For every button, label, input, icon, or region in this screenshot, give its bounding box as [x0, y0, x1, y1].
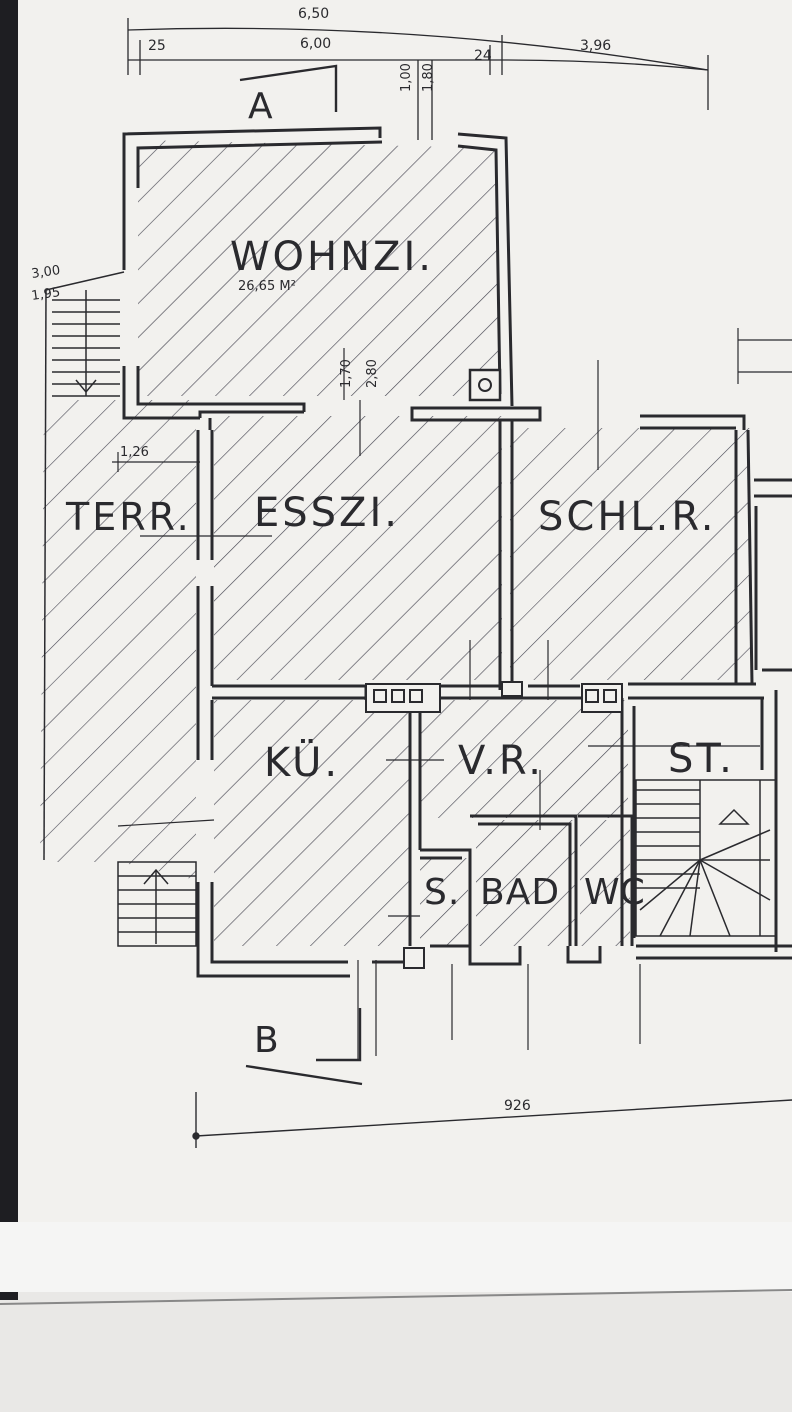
room-wohnzi-area — [138, 140, 500, 396]
section-b-label: B — [254, 1020, 279, 1061]
room-s-area — [420, 858, 468, 946]
dim-total-top: 6,50 — [298, 6, 329, 22]
bottom-dimension-line — [192, 1092, 792, 1148]
dim-280: 2,80 — [365, 359, 380, 388]
vent-boxes — [365, 681, 623, 969]
page-edge-line — [0, 1289, 792, 1305]
room-schlr-area — [510, 428, 750, 680]
room-esszi-name: ESSZI. — [254, 490, 400, 536]
dim-180: 1,80 — [421, 63, 436, 92]
terrace-name: TERR. — [65, 495, 192, 539]
room-wc-name: WC — [584, 872, 645, 913]
dim-170: 1,70 — [339, 359, 354, 388]
room-kue-area — [214, 700, 410, 946]
dim-195: 1,95 — [30, 285, 61, 304]
dim-100: 1,00 — [399, 63, 414, 92]
room-schlr-name: SCHL.R. — [538, 494, 716, 540]
dim-600: 6,00 — [300, 36, 331, 52]
staircase — [635, 779, 777, 937]
terrace-steps-bottom — [117, 861, 197, 947]
room-esszi-area — [214, 416, 502, 680]
dim-300: 3,00 — [30, 263, 61, 282]
room-vr-area — [420, 700, 628, 818]
top-dimension-lines — [127, 18, 709, 140]
section-b-marker — [245, 1008, 363, 1086]
dim-126: 1,26 — [120, 445, 149, 460]
terrace-steps-top — [43, 271, 125, 861]
dim-396: 3,96 — [580, 38, 611, 54]
room-kue-name: KÜ. — [264, 738, 340, 786]
dim-24: 24 — [474, 48, 492, 64]
walls — [122, 126, 792, 978]
binding-edge — [0, 0, 18, 1300]
dim-bottom: 926 — [504, 1098, 531, 1114]
room-bad-area — [476, 820, 576, 946]
room-bad-name: BAD — [480, 872, 560, 913]
dim-25: 25 — [148, 38, 166, 54]
construction-lines — [112, 328, 792, 1060]
section-a-label: A — [248, 86, 273, 127]
room-s-name: S. — [424, 872, 460, 913]
room-st-name: ST. — [668, 736, 735, 782]
room-wohnzi-name: WOHNZI. — [230, 234, 434, 280]
section-a-marker — [239, 64, 338, 112]
terrace-area — [40, 400, 196, 880]
room-vr-name: V.R. — [458, 738, 544, 784]
chimney — [468, 368, 502, 402]
label-wohnzi: WOHNZI. 26,65 M² — [230, 234, 434, 294]
room-wohnzi-area-label: 26,65 M² — [238, 279, 296, 294]
page-edge — [0, 1222, 792, 1292]
